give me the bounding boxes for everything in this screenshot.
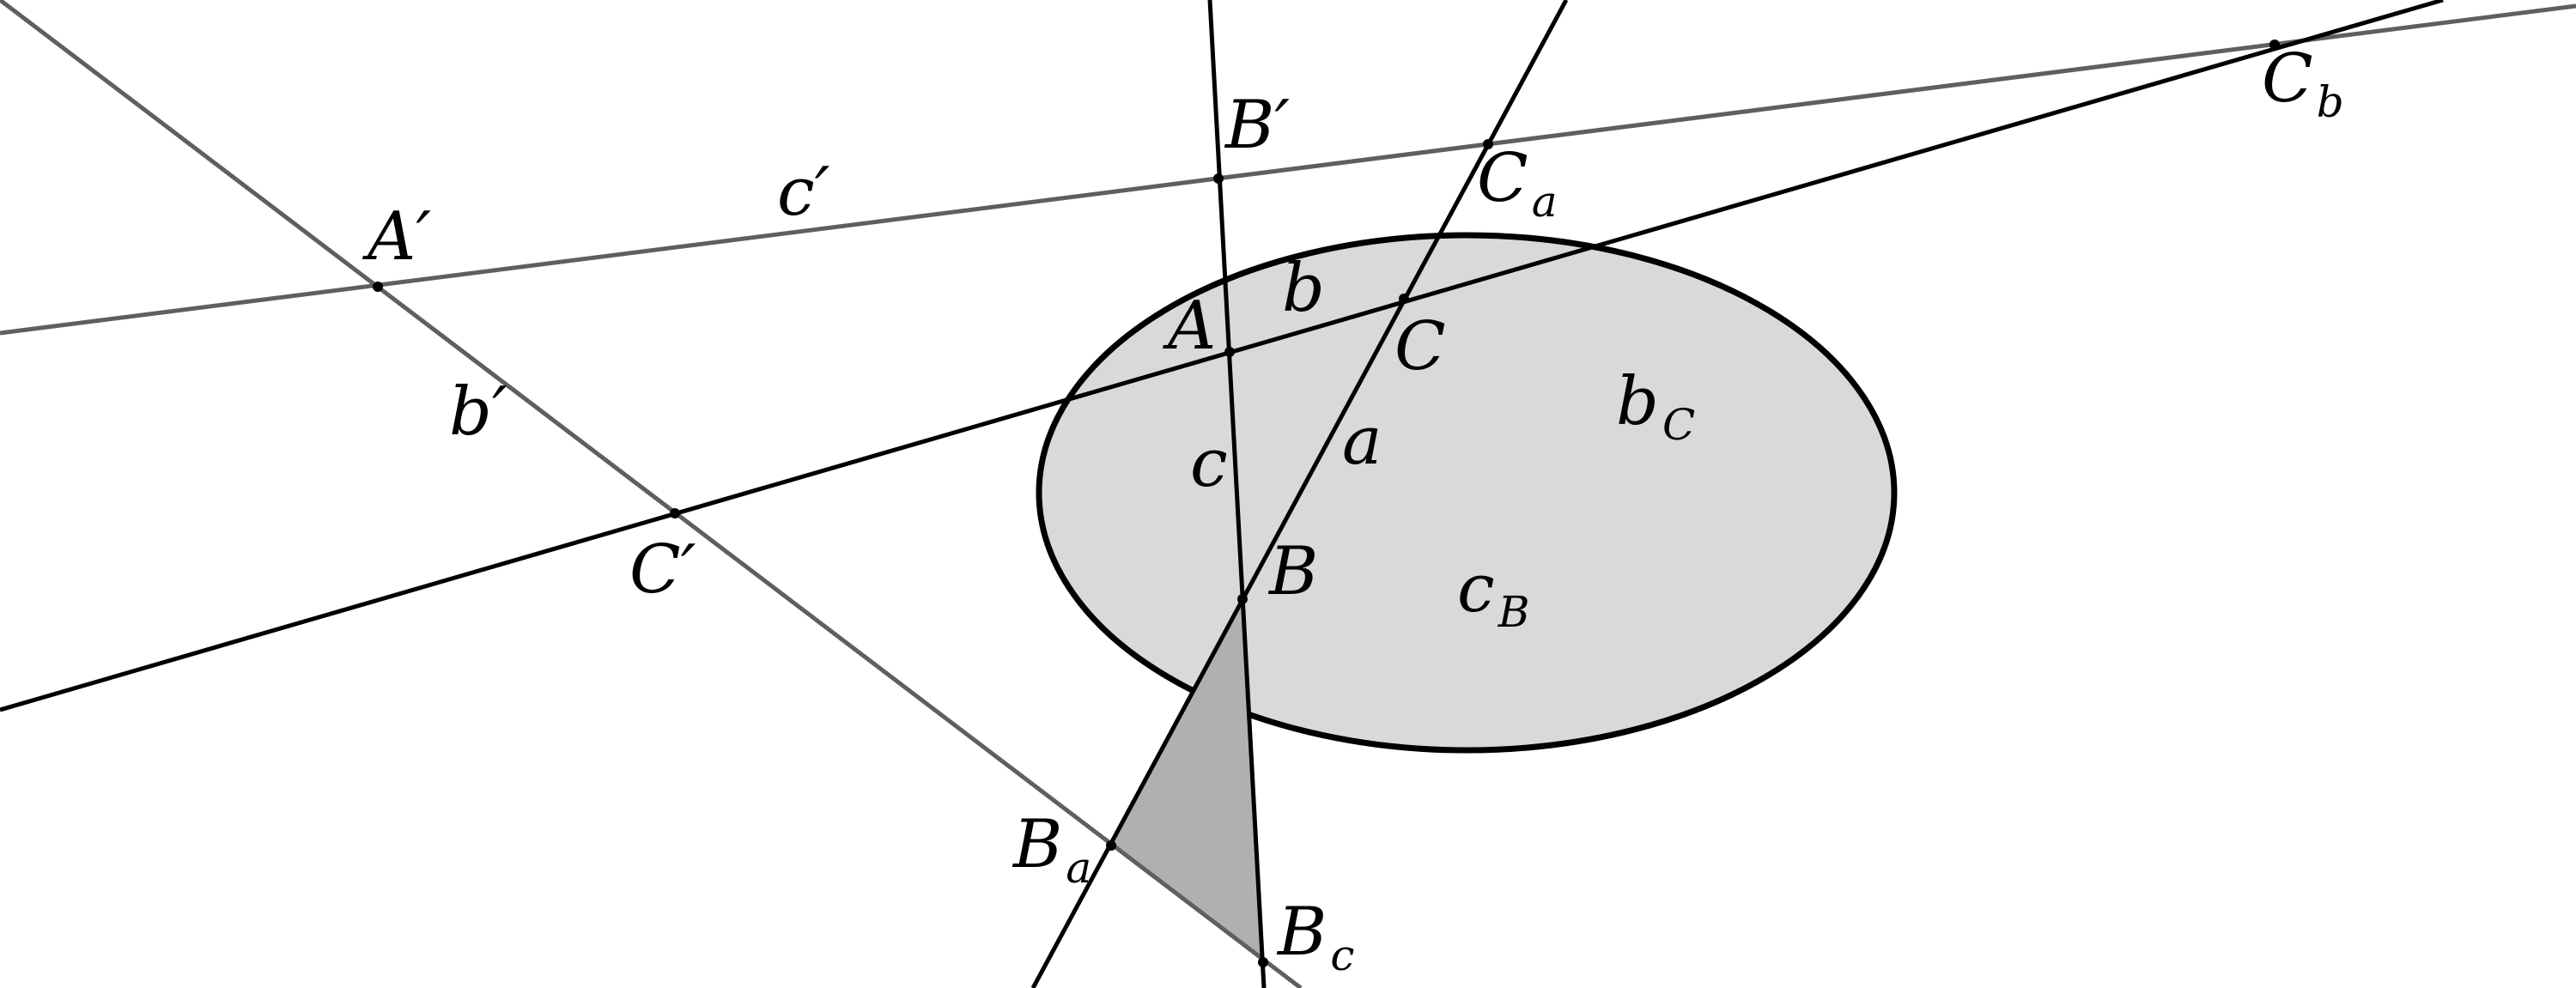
point-C-b	[2269, 39, 2280, 50]
line-b-prime	[0, 0, 1303, 988]
point-C	[1399, 294, 1409, 304]
label-B-a: Ba	[1012, 806, 1091, 893]
point-B-c	[1258, 957, 1268, 967]
line-a	[1030, 0, 1569, 988]
label-line-c: c	[1190, 425, 1228, 502]
label-C-b: Cb	[2262, 40, 2344, 127]
label-line-c-prime: c′	[777, 154, 830, 231]
point-B-prime	[1213, 173, 1224, 184]
label-C: C	[1394, 308, 1446, 385]
label-B-c: Bc	[1276, 894, 1354, 980]
point-B-a	[1106, 840, 1116, 851]
label-B-prime: B′	[1224, 87, 1290, 164]
point-B	[1237, 594, 1248, 604]
label-line-a: a	[1342, 403, 1382, 480]
line-b	[0, 0, 2444, 712]
label-A: A	[1163, 288, 1216, 365]
point-A-prime	[373, 282, 383, 292]
point-C-a	[1483, 139, 1493, 149]
point-A	[1224, 347, 1235, 357]
label-region-c-B: cB	[1457, 550, 1529, 637]
label-region-b-C: bC	[1616, 363, 1695, 450]
label-line-b: b	[1282, 250, 1325, 327]
label-A-prime: A′	[362, 198, 431, 276]
line-c	[1207, 0, 1267, 988]
label-C-prime: C′	[629, 531, 696, 609]
label-C-a: Ca	[1477, 140, 1558, 227]
point-C-prime	[670, 508, 680, 518]
label-line-b-prime: b′	[449, 373, 507, 451]
points	[373, 39, 2280, 967]
label-B: B	[1267, 533, 1318, 610]
conic-ellipse	[1036, 232, 1898, 754]
line-c-prime	[0, 3, 2576, 336]
